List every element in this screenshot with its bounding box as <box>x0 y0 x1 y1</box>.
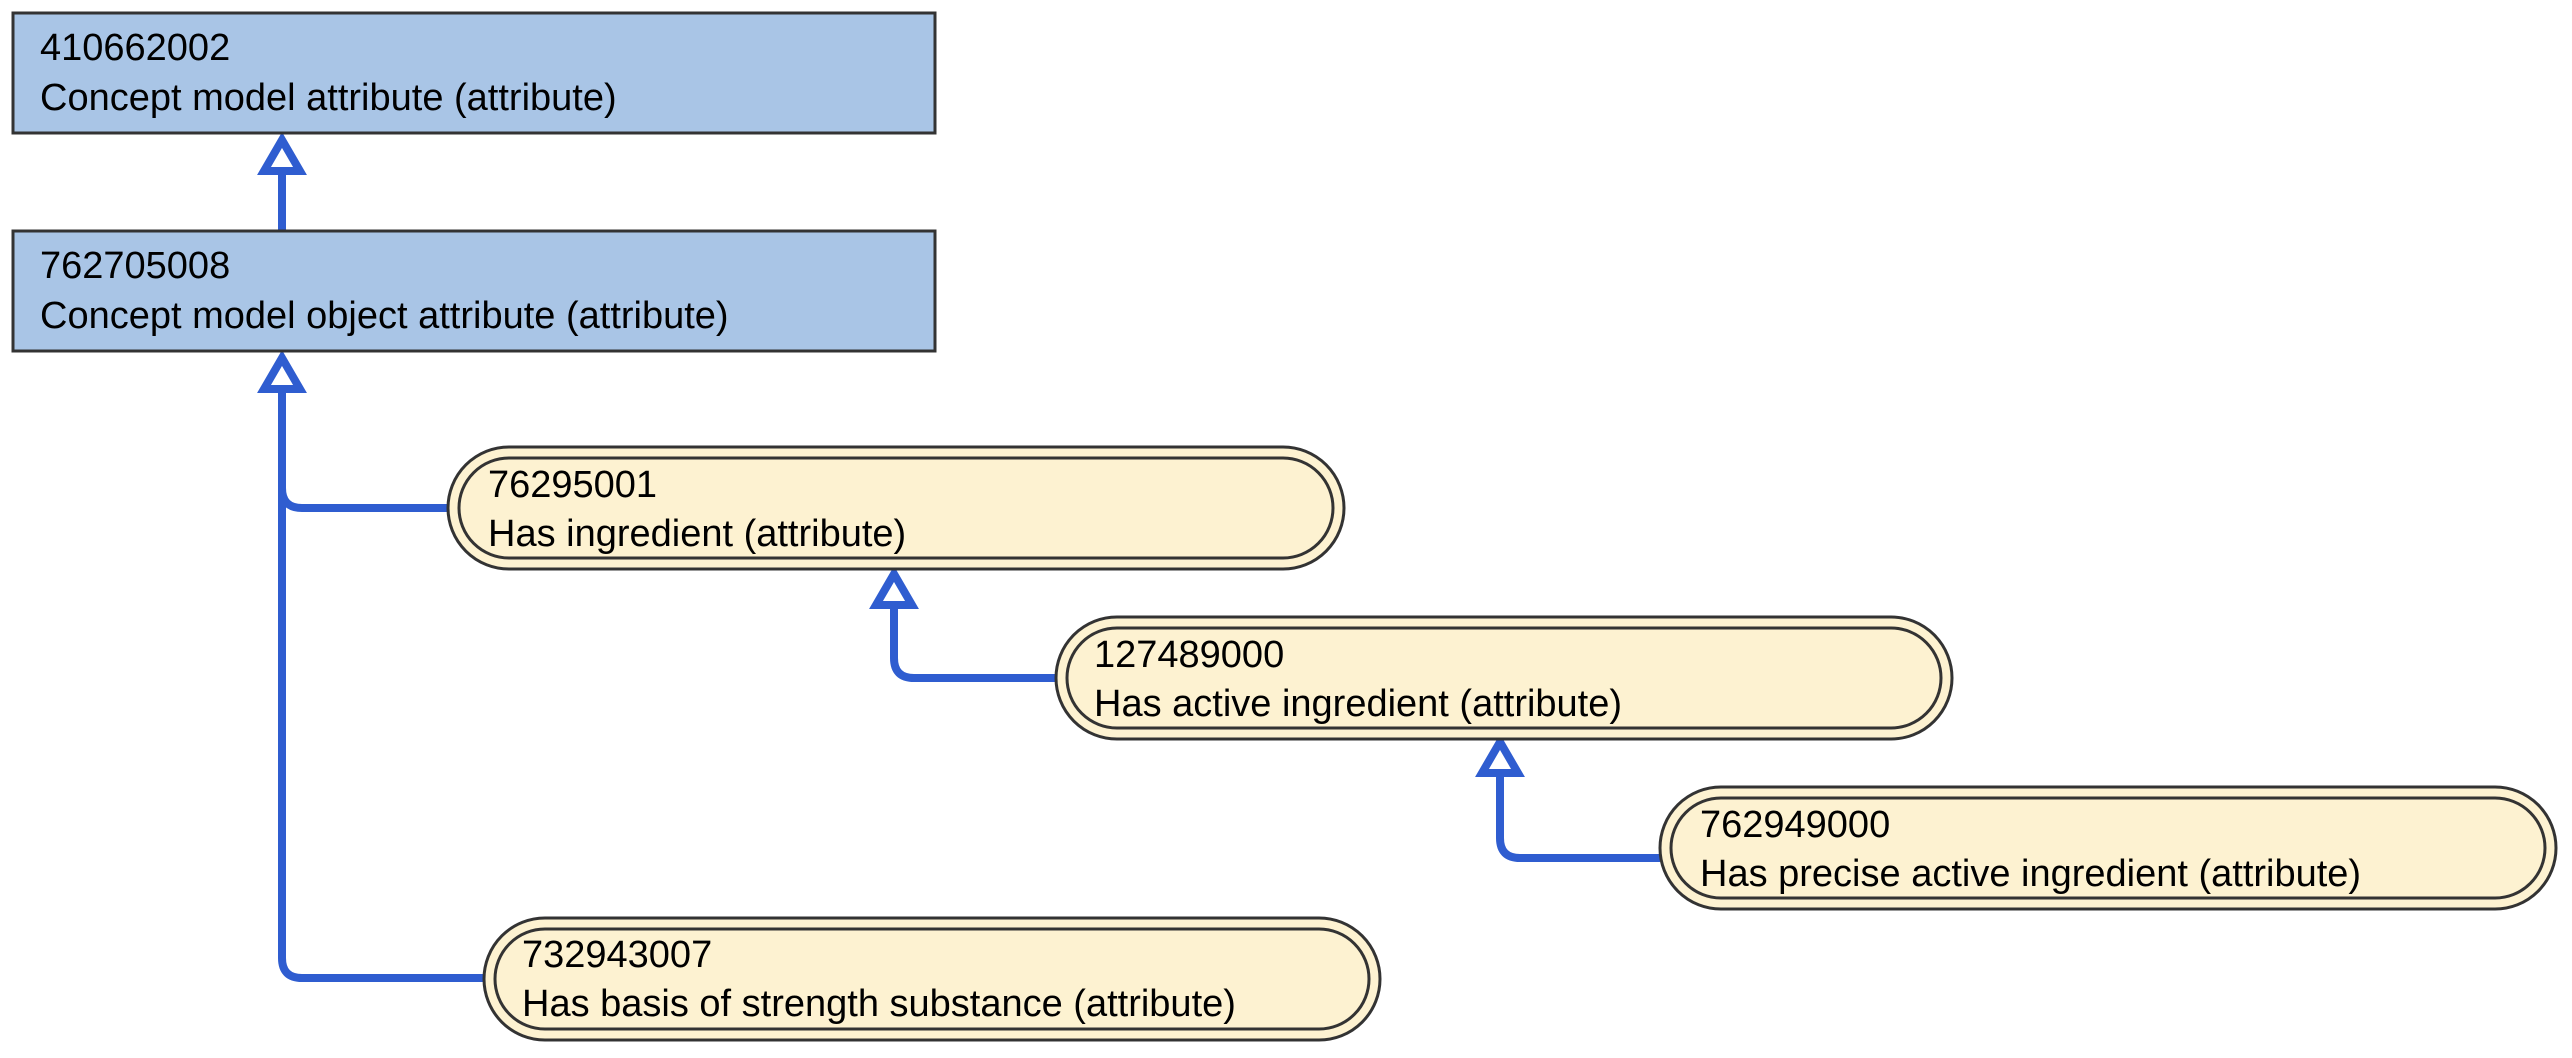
node-box-outer <box>1054 615 1954 741</box>
node-id: 732943007 <box>522 934 712 976</box>
arrowhead-up-icon <box>257 350 307 393</box>
node-76295001[interactable]: 76295001 Has ingredient (attribute) <box>446 445 1346 571</box>
edge-732943007-to-762705008 <box>278 388 484 982</box>
node-id: 762949000 <box>1700 804 1890 846</box>
node-label: Has precise active ingredient (attribute… <box>1700 853 2361 895</box>
edge-127489000-to-76295001 <box>890 604 1056 682</box>
node-id: 410662002 <box>40 27 230 69</box>
node-box-outer <box>482 916 1382 1042</box>
node-label: Concept model object attribute (attribut… <box>40 295 729 337</box>
arrowheads <box>257 132 1525 777</box>
edge-762949000-to-127489000 <box>1496 772 1660 862</box>
node-id: 127489000 <box>1094 634 1284 676</box>
arrowhead-up-icon <box>869 566 919 609</box>
node-box-inner <box>1669 796 2547 900</box>
node-label: Has basis of strength substance (attribu… <box>522 983 1236 1025</box>
node-label: Concept model attribute (attribute) <box>40 77 617 119</box>
node-box-inner <box>457 456 1335 560</box>
node-127489000[interactable]: 127489000 Has active ingredient (attribu… <box>1054 615 1954 741</box>
node-762705008[interactable]: 762705008 Concept model object attribute… <box>11 229 937 353</box>
node-box <box>11 229 937 353</box>
node-label: Has ingredient (attribute) <box>488 513 906 555</box>
node-732943007[interactable]: 732943007 Has basis of strength substanc… <box>482 916 1382 1042</box>
node-box-inner <box>493 927 1371 1031</box>
node-box-outer <box>1658 785 2558 911</box>
arrowhead-up-icon <box>257 132 307 175</box>
arrowhead-up-icon <box>1475 734 1525 777</box>
node-762949000[interactable]: 762949000 Has precise active ingredient … <box>1658 785 2558 911</box>
node-410662002[interactable]: 410662002 Concept model attribute (attri… <box>11 11 937 135</box>
node-box-inner <box>1065 626 1943 730</box>
node-id: 762705008 <box>40 245 230 287</box>
node-id: 76295001 <box>488 464 657 506</box>
node-box <box>11 11 937 135</box>
edges <box>278 170 1660 982</box>
edge-76295001-to-762705008 <box>278 388 448 512</box>
node-box-outer <box>446 445 1346 571</box>
node-label: Has active ingredient (attribute) <box>1094 683 1622 725</box>
